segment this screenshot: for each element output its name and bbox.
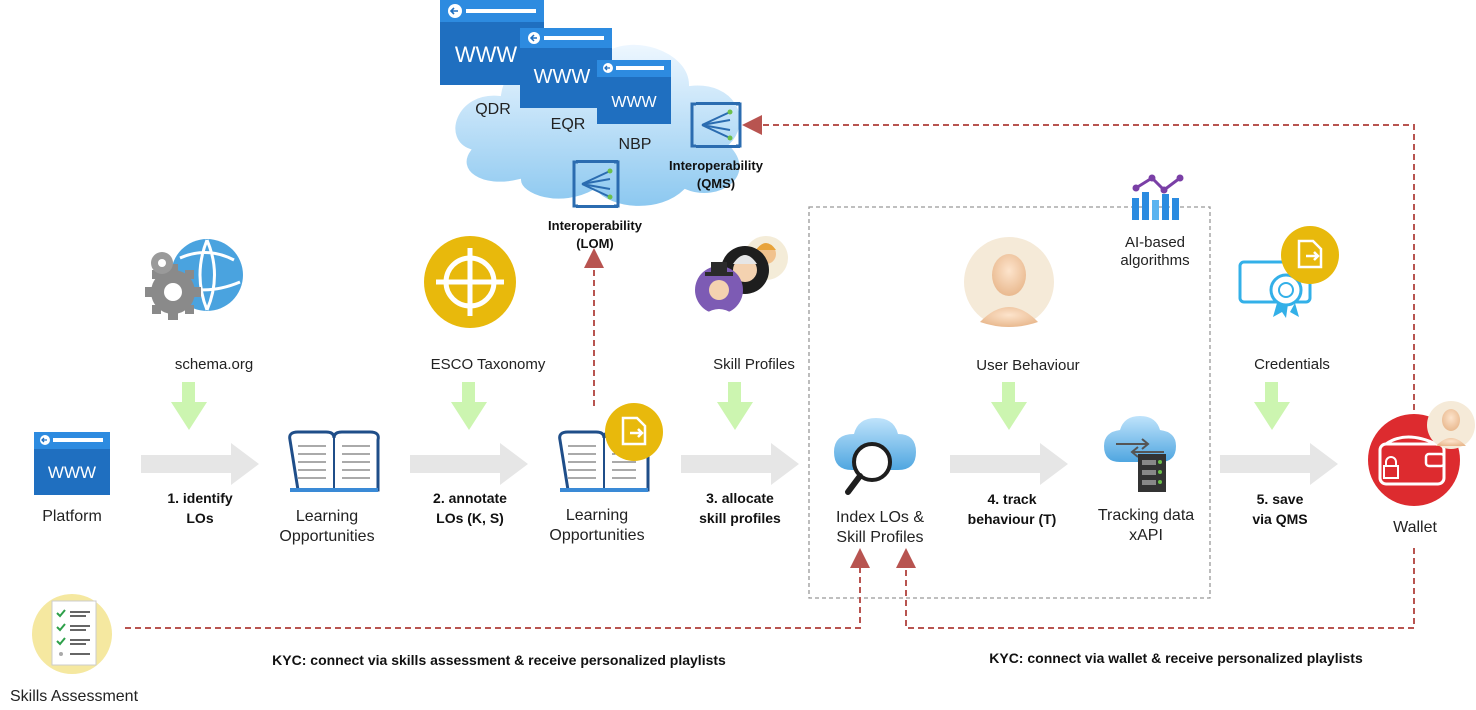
node-label-index: Index LOs & Skill Profiles [815, 508, 945, 548]
step-label-3: 3. allocate skill profiles [675, 488, 805, 528]
source-label-user-behaviour: User Behaviour [976, 357, 1080, 374]
target-icon [424, 236, 516, 328]
input-arrow-skill-profiles [717, 382, 753, 430]
site-label-nbp: NBP [618, 136, 652, 153]
www-text-qdr: WWW [455, 42, 518, 67]
flow-arrow-3 [681, 443, 799, 485]
input-arrow-schema [171, 382, 207, 430]
step-label-4: 4. track behaviour (T) [947, 489, 1077, 529]
interoperability-qms-icon [690, 102, 742, 148]
certificate-icon [1238, 226, 1339, 318]
server-cloud-icon [1104, 416, 1176, 492]
platform-www-text: WWW [48, 463, 96, 482]
input-arrow-user-behaviour [991, 382, 1027, 430]
ai-chart-icon [1132, 174, 1184, 220]
lo2-line1: Learning [565, 507, 629, 524]
interop-qms-label: Interoperability (QMS) [652, 157, 780, 193]
step5-line1: 5. save [1256, 491, 1304, 507]
step3-line2: skill profiles [699, 510, 781, 526]
gears-globe-icon [145, 239, 243, 320]
site-label-eqr: EQR [550, 116, 586, 133]
book-icon [288, 430, 380, 492]
node-label-platform: Platform [42, 508, 102, 525]
input-arrow-credentials [1254, 382, 1290, 430]
search-cloud-icon [834, 418, 916, 495]
interop-lom-line1: Interoperability [548, 218, 642, 233]
dashed-connector-assessment [125, 548, 870, 629]
node-label-skills-assessment: Skills Assessment [9, 688, 139, 705]
node-label-learning-opportunities-2: Learning Opportunities [532, 506, 662, 546]
www-text-eqr: WWW [534, 66, 591, 88]
user-avatar-icon [964, 237, 1054, 327]
tracking-line2: xAPI [1129, 527, 1163, 544]
ai-label-line2: algorithms [1120, 252, 1190, 269]
lo1-line1: Learning [295, 508, 359, 525]
dashed-connector-qms [742, 115, 1415, 410]
interop-qms-line2: (QMS) [696, 176, 736, 191]
flow-arrow-5 [1220, 443, 1338, 485]
site-label-qdr: QDR [475, 101, 511, 118]
interoperability-lom-icon [572, 160, 620, 208]
www-window-eqr-icon: WWW [520, 28, 612, 108]
index-line1: Index LOs & [835, 509, 925, 526]
step1-line2: LOs [186, 510, 214, 526]
book-share-icon [558, 403, 663, 492]
input-arrow-esco [451, 382, 487, 430]
index-line2: Skill Profiles [836, 529, 924, 546]
node-label-tracking: Tracking data xAPI [1076, 506, 1216, 546]
step-label-2: 2. annotate LOs (K, S) [410, 488, 530, 528]
www-window-nbp-icon: WWW [597, 60, 671, 124]
step2-line2: LOs (K, S) [436, 510, 504, 526]
node-label-wallet: Wallet [1393, 519, 1437, 536]
checklist-icon [32, 594, 112, 674]
source-label-skill-profiles: Skill Profiles [713, 356, 795, 373]
people-icon [695, 236, 788, 314]
dashed-connector-wallet [896, 548, 1415, 629]
interop-lom-line2: (LOM) [576, 236, 614, 251]
flow-arrow-1 [141, 443, 259, 485]
flow-arrow-4 [950, 443, 1068, 485]
www-text-nbp: WWW [611, 94, 657, 111]
tracking-line1: Tracking data [1097, 507, 1195, 524]
lo1-line2: Opportunities [279, 528, 375, 545]
source-label-credentials: Credentials [1254, 356, 1330, 373]
platform-www-icon: WWW [34, 432, 110, 495]
step5-line2: via QMS [1252, 511, 1308, 527]
index-tracking-region [808, 206, 1211, 599]
step-label-5: 5. save via QMS [1220, 489, 1340, 529]
interop-qms-line1: Interoperability [669, 158, 763, 173]
kyc-wallet-label: KYC: connect via wallet & receive person… [989, 650, 1363, 666]
interop-lom-label: Interoperability (LOM) [531, 217, 659, 253]
source-label-ai: AI-based algorithms [1090, 234, 1220, 270]
kyc-assessment-label: KYC: connect via skills assessment & rec… [272, 652, 726, 668]
step3-line1: 3. allocate [706, 490, 774, 506]
node-label-learning-opportunities-1: Learning Opportunities [262, 507, 392, 547]
step4-line2: behaviour (T) [967, 511, 1057, 527]
flow-arrow-2 [410, 443, 528, 485]
step4-line1: 4. track [987, 491, 1037, 507]
source-label-esco: ESCO Taxonomy [430, 356, 546, 373]
ai-label-line1: AI-based [1124, 234, 1186, 251]
step2-line1: 2. annotate [433, 490, 507, 506]
step-label-1: 1. identify LOs [140, 488, 260, 528]
source-label-schema: schema.org [174, 356, 254, 373]
step1-line1: 1. identify [167, 490, 233, 506]
lo2-line2: Opportunities [549, 527, 645, 544]
wallet-icon [1368, 401, 1475, 506]
